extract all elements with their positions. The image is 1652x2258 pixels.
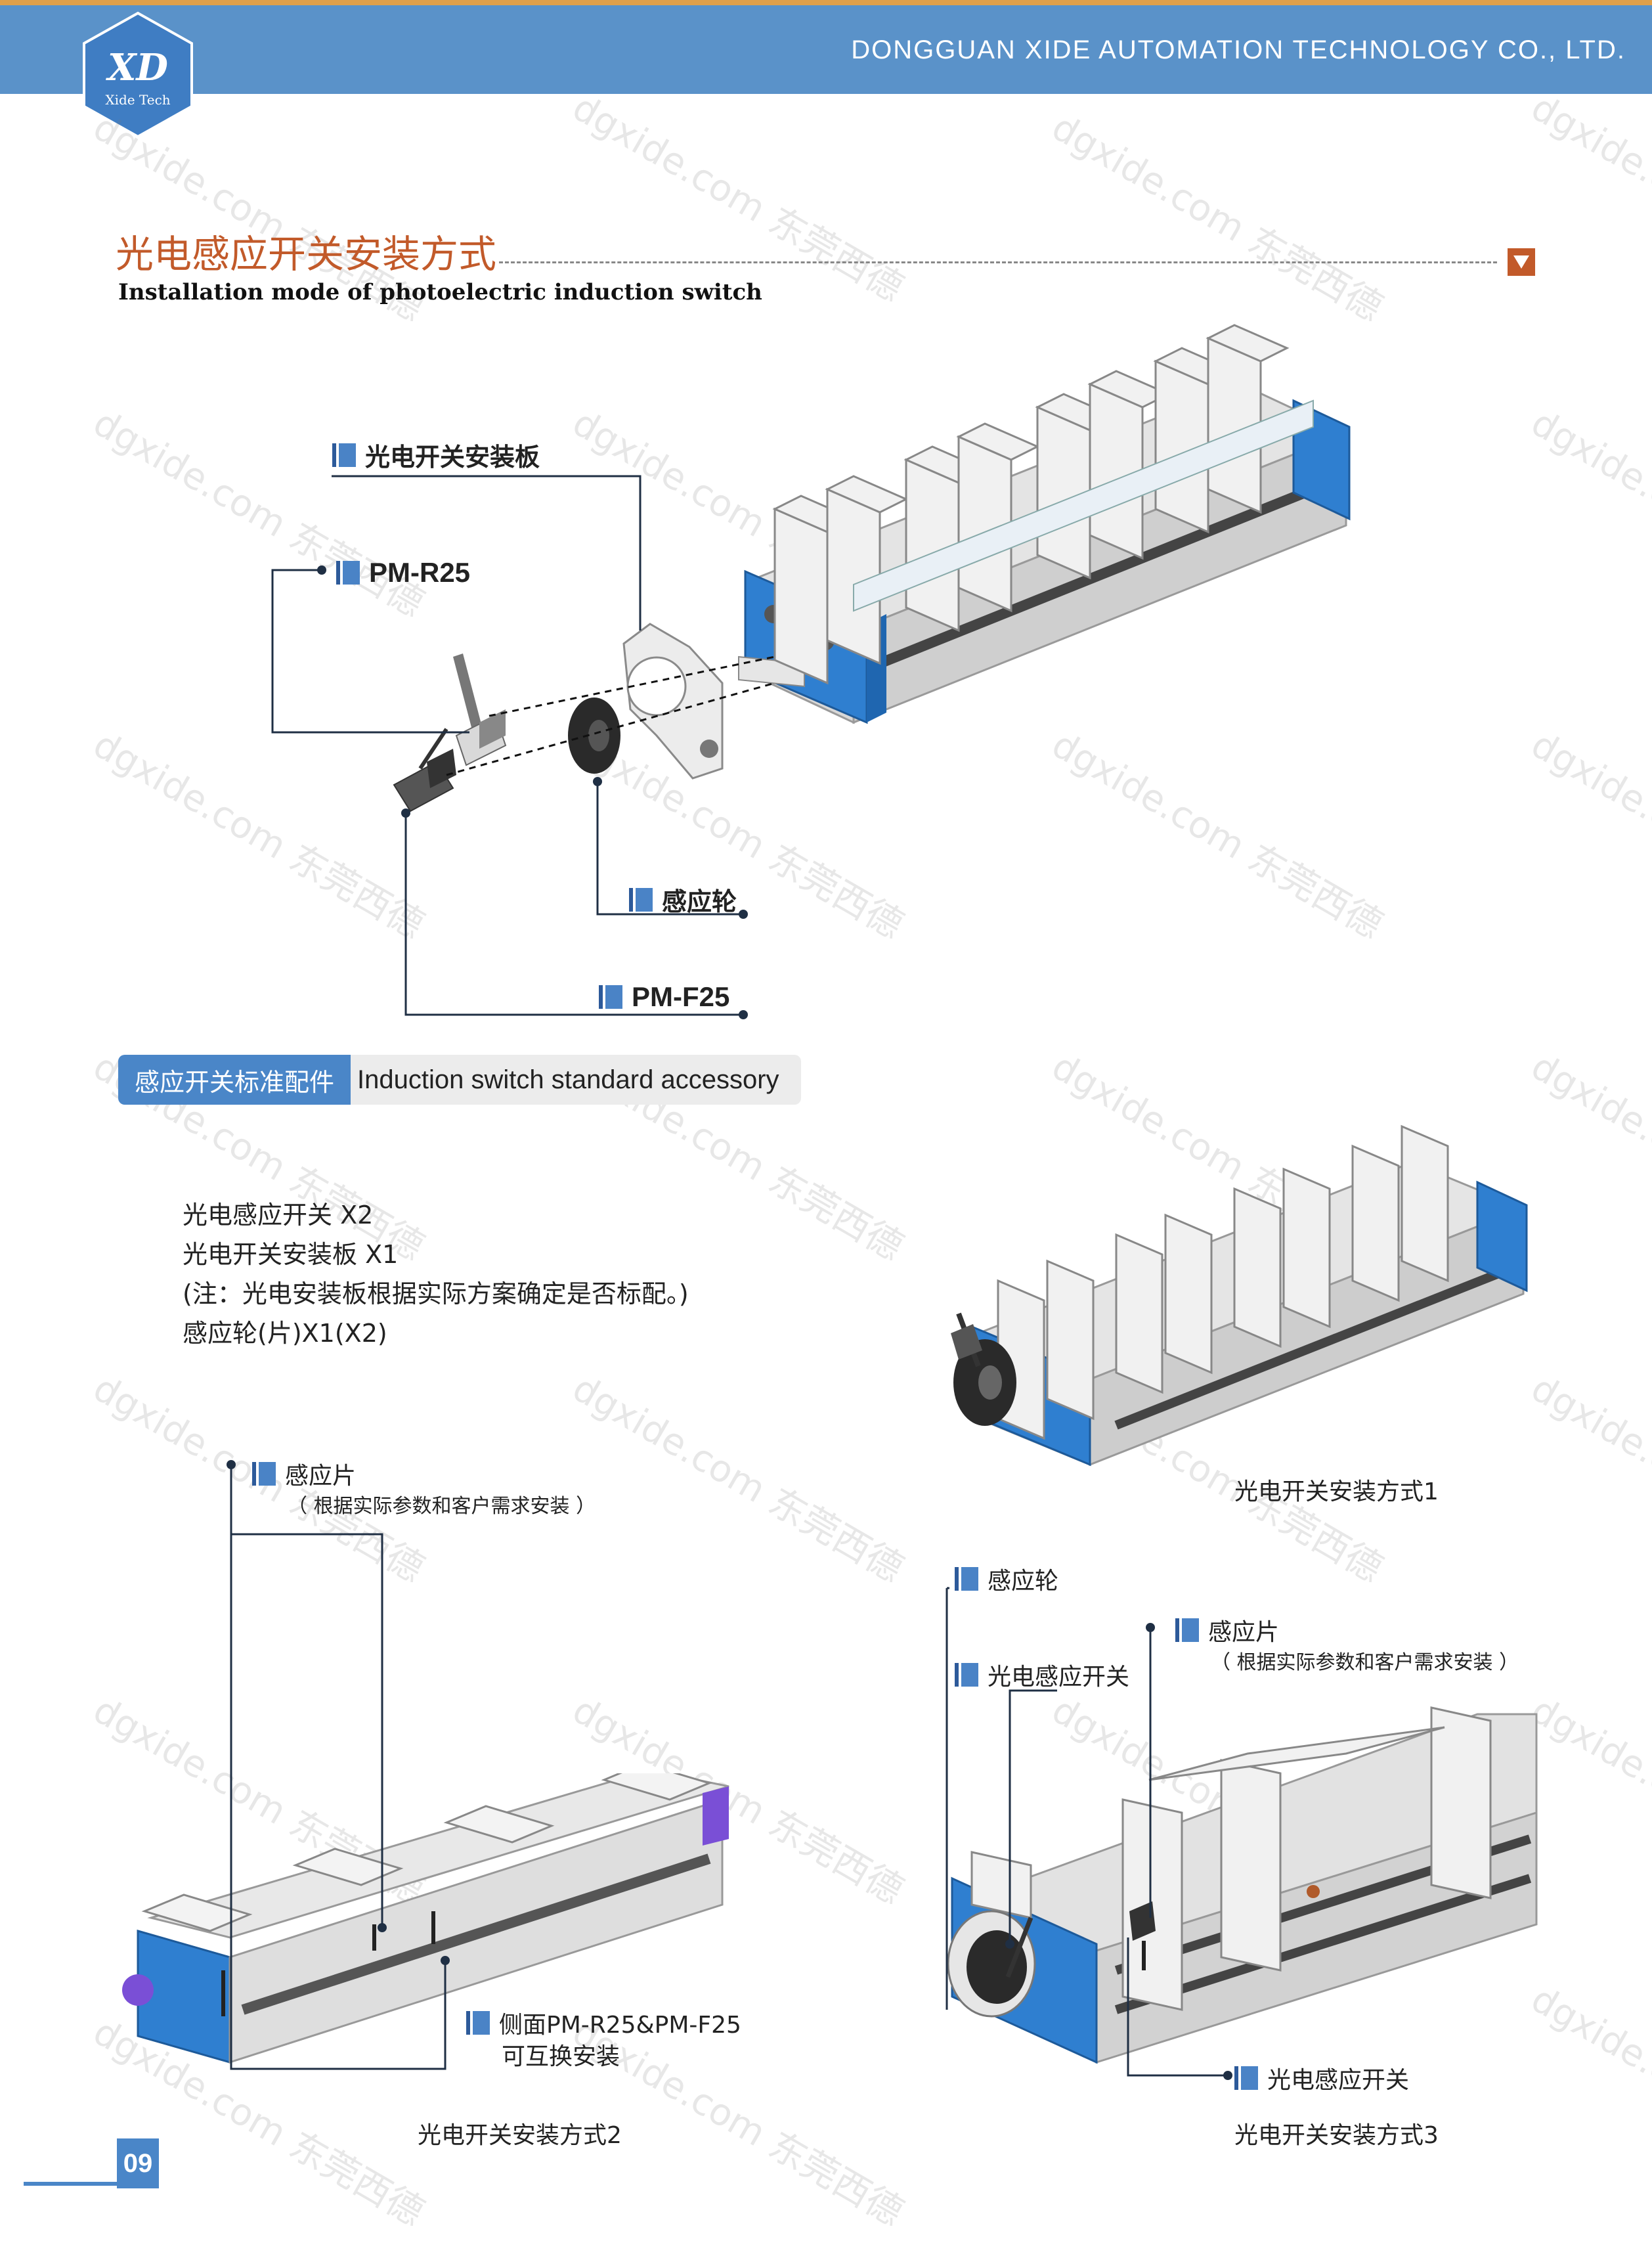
method3-label-sensing-wheel-text: 感应轮: [988, 1568, 1059, 1595]
label-marker-icon: [1175, 1618, 1199, 1642]
accessory-tab-cn: 感应开关标准配件: [118, 1055, 351, 1105]
label-sensing-wheel-text: 感应轮: [662, 887, 737, 916]
method3-caption: 光电开关安装方式3: [1234, 2122, 1439, 2149]
accessory-item: 感应轮(片)X1(X2): [183, 1319, 387, 1348]
logo-mark: XD: [107, 46, 168, 89]
method2-label-sensing-piece: 感应片: [252, 1457, 356, 1491]
method3-label-sensing-piece-note: （ 根据实际参数和客户需求安装 ）: [1211, 1651, 1519, 1674]
accessory-item: 光电感应开关 X2: [183, 1201, 374, 1229]
label-marker-icon: [1234, 2066, 1258, 2090]
method2-label-side-2: 可互换安装: [502, 2043, 620, 2070]
accessory-list: 光电感应开关 X2 光电开关安装板 X1 (注：光电安装板根据实际方案确定是否标…: [183, 1195, 689, 1353]
pm-f25-sensor-part: [393, 728, 456, 812]
method3-label-sensing-wheel: 感应轮: [955, 1562, 1058, 1596]
label-marker-icon: [336, 561, 360, 585]
method3-label-switch-top: 光电感应开关: [955, 1658, 1129, 1692]
header-bar: [0, 0, 1652, 94]
method3-label-sensing-piece-text: 感应片: [1208, 1619, 1280, 1646]
method2-illustration: [122, 1773, 729, 2064]
linear-module-main: [738, 324, 1351, 724]
label-pm-f25-text: PM-F25: [632, 981, 730, 1012]
method3-label-sensing-piece: 感应片: [1175, 1613, 1279, 1647]
label-marker-icon: [629, 887, 653, 912]
method1-caption: 光电开关安装方式1: [1234, 1478, 1439, 1505]
method2-caption: 光电开关安装方式2: [418, 2122, 622, 2149]
label-pm-r25-text: PM-R25: [369, 557, 471, 588]
header-accent-line: [0, 0, 1652, 5]
method3-label-switch-top-text: 光电感应开关: [988, 1664, 1130, 1691]
logo-text: Xide Tech: [105, 92, 171, 108]
collapse-triangle-icon: [1508, 248, 1535, 276]
title-divider: [499, 261, 1497, 263]
section-title: 光电感应开关安装方式: [116, 232, 497, 277]
method2-label-side-text: 侧面PM-R25&PM-F25: [499, 2012, 741, 2039]
label-sensing-wheel: 感应轮: [629, 881, 737, 918]
method3-label-switch-bottom: 光电感应开关: [1234, 2061, 1409, 2095]
method3-illustration: [947, 1706, 1538, 2064]
label-marker-icon: [252, 1462, 276, 1486]
pm-r25-sensor-part: [453, 653, 507, 766]
section-subtitle: Installation mode of photoelectric induc…: [118, 279, 762, 305]
method3-label-switch-bottom-text: 光电感应开关: [1267, 2067, 1410, 2094]
method2-label-side: 侧面PM-R25&PM-F25: [466, 2006, 741, 2040]
method2-label-sensing-piece-text: 感应片: [285, 1463, 357, 1490]
method2-label-sensing-piece-note: （ 根据实际参数和客户需求安装 ）: [288, 1495, 596, 1518]
company-name: DONGGUAN XIDE AUTOMATION TECHNOLOGY CO.,…: [851, 35, 1626, 64]
label-pm-r25: PM-R25: [336, 557, 470, 588]
page-number: 09: [117, 2138, 159, 2188]
accessory-tab-en: Induction switch standard accessory: [351, 1055, 801, 1105]
label-marker-icon: [332, 443, 356, 467]
accessory-item: 光电开关安装板 X1: [183, 1240, 399, 1269]
label-pm-f25: PM-F25: [599, 981, 729, 1013]
label-marker-icon: [955, 1567, 978, 1591]
label-marker-icon: [466, 2011, 490, 2035]
label-mount-plate: 光电开关安装板: [332, 437, 540, 473]
company-logo: XD Xide Tech: [80, 11, 196, 139]
page-number-underline: [24, 2182, 122, 2186]
method1-illustration: [951, 1124, 1528, 1467]
label-mount-plate-text: 光电开关安装板: [365, 443, 540, 472]
accessory-item: (注：光电安装板根据实际方案确定是否标配。): [183, 1279, 689, 1308]
label-marker-icon: [955, 1663, 978, 1687]
label-marker-icon: [599, 985, 622, 1009]
